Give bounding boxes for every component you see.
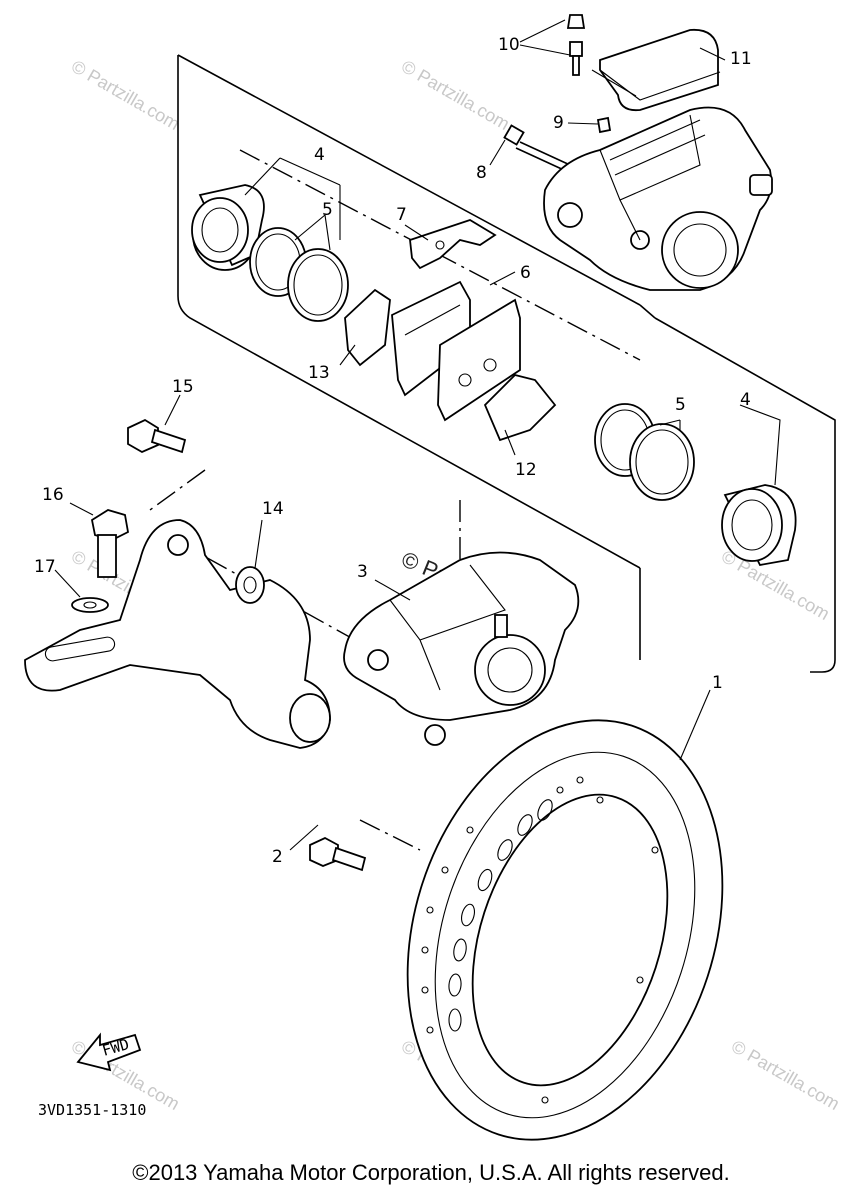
fwd-arrow-icon: FWD [76, 1032, 142, 1072]
callout-6: 6 [520, 263, 531, 283]
callout-8: 8 [476, 163, 487, 183]
piston-upper [191, 184, 265, 271]
pad-clip [596, 116, 612, 134]
seals-upper [249, 227, 349, 322]
callout-4-lower: 4 [740, 390, 751, 410]
caliper-assembly-upper [543, 106, 773, 291]
caliper-assembly-main [343, 551, 580, 746]
watermark: © Partzilla.com [398, 56, 513, 134]
callout-9: 9 [553, 113, 564, 133]
callout-5-upper: 5 [322, 200, 333, 220]
callout-2: 2 [272, 847, 283, 867]
callout-5-lower: 5 [675, 395, 686, 415]
seals-lower [594, 403, 695, 501]
callout-7: 7 [396, 205, 407, 225]
callout-11: 11 [730, 49, 752, 69]
parts-diagram: © Partzilla.com © Partzilla.com © Partzi… [24, 14, 843, 1141]
callout-1: 1 [712, 673, 723, 693]
sleeve-14 [235, 566, 265, 604]
pad-shim-left [344, 288, 391, 367]
watermark: © Partzilla.com [728, 1036, 843, 1114]
leader-lines [54, 19, 781, 851]
piston-lower [721, 484, 797, 567]
callout-10: 10 [498, 35, 520, 55]
washer-17 [71, 597, 109, 613]
fwd-label: FWD [100, 1035, 131, 1060]
bolt-16 [90, 509, 130, 578]
watermark: © Partzilla.com [68, 56, 183, 134]
bleed-screw [566, 14, 586, 76]
bolt-15 [127, 418, 187, 454]
callout-4-upper: 4 [314, 145, 325, 165]
brake-disc [406, 719, 724, 1141]
callout-12: 12 [515, 460, 537, 480]
copyright-notice: ©2013 Yamaha Motor Corporation, U.S.A. A… [132, 1160, 730, 1185]
callout-14: 14 [262, 499, 284, 519]
bolt-2 [309, 836, 367, 872]
caliper-bracket [24, 519, 331, 749]
pad-shim-right [483, 374, 557, 442]
callout-labels: 1 2 3 4 4 5 5 6 7 8 9 10 11 12 13 14 15 … [34, 35, 752, 867]
pad-cover [591, 28, 721, 112]
callout-13: 13 [308, 363, 330, 383]
pad-spring [409, 219, 497, 270]
disc-holes [421, 776, 659, 1104]
pad-pin [503, 124, 571, 172]
callout-15: 15 [172, 377, 194, 397]
callout-3: 3 [357, 562, 368, 582]
brake-pads [391, 280, 521, 422]
caliper-kit-bracket [177, 54, 836, 673]
callout-16: 16 [42, 485, 64, 505]
diagram-code: 3VD1351-1310 [38, 1101, 146, 1119]
callout-17: 17 [34, 557, 56, 577]
